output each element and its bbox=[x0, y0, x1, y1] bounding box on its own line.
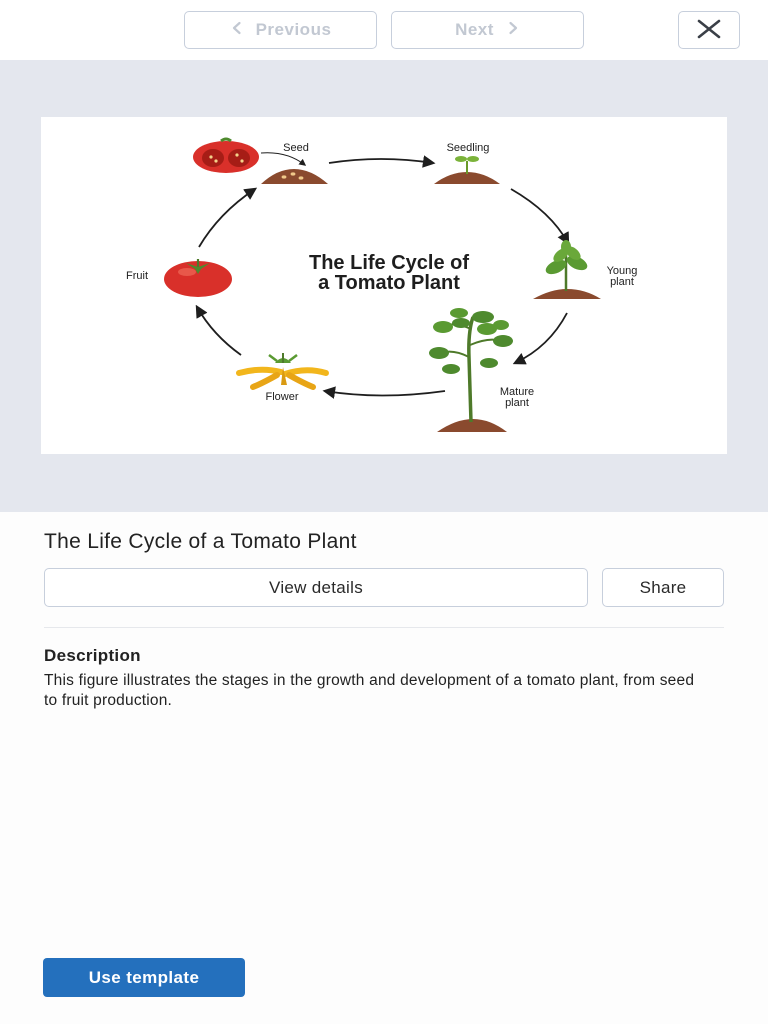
share-button[interactable]: Share bbox=[602, 568, 724, 607]
figure-title-line-2: a Tomato Plant bbox=[318, 272, 460, 294]
previous-button[interactable]: Previous bbox=[184, 11, 377, 49]
close-button[interactable] bbox=[678, 11, 740, 49]
tomato-fruit-icon bbox=[164, 259, 232, 297]
template-preview: Seed Seedling Young plant Mature plant F… bbox=[0, 60, 768, 512]
chevron-right-icon bbox=[506, 20, 520, 40]
close-icon bbox=[696, 19, 722, 42]
stage-label-seed: Seed bbox=[283, 142, 309, 154]
next-button[interactable]: Next bbox=[391, 11, 584, 49]
figure-title-line-1: The Life Cycle of bbox=[309, 252, 469, 274]
top-bar: Previous Next bbox=[0, 0, 768, 60]
stage-label-mature-2: plant bbox=[505, 397, 529, 409]
view-details-button[interactable]: View details bbox=[44, 568, 588, 607]
page-title: The Life Cycle of a Tomato Plant bbox=[44, 530, 357, 553]
description-heading: Description bbox=[44, 646, 141, 665]
stage-label-fruit: Fruit bbox=[126, 270, 148, 282]
cut-tomato-icon bbox=[193, 137, 259, 173]
seed-soil-icon bbox=[261, 169, 328, 184]
stage-label-mature-1: Mature bbox=[500, 386, 534, 398]
use-template-button[interactable]: Use template bbox=[43, 958, 245, 997]
mature-plant-icon bbox=[429, 308, 513, 432]
flower-icon bbox=[236, 353, 329, 390]
cycle-arrows bbox=[195, 152, 570, 399]
stage-label-seedling: Seedling bbox=[447, 142, 490, 154]
seedling-icon bbox=[434, 156, 500, 184]
description-text: This figure illustrates the stages in th… bbox=[44, 672, 695, 709]
stage-label-young-1: Young bbox=[607, 265, 638, 277]
life-cycle-diagram: Seed Seedling Young plant Mature plant F… bbox=[126, 137, 638, 432]
chevron-left-icon bbox=[230, 20, 244, 40]
previous-label: Previous bbox=[255, 20, 332, 39]
divider bbox=[44, 627, 724, 628]
young-plant-icon bbox=[533, 240, 601, 299]
next-label: Next bbox=[455, 20, 494, 39]
stage-label-young-2: plant bbox=[610, 276, 634, 288]
life-cycle-figure: Seed Seedling Young plant Mature plant F… bbox=[41, 117, 727, 454]
stage-label-flower: Flower bbox=[265, 391, 298, 403]
